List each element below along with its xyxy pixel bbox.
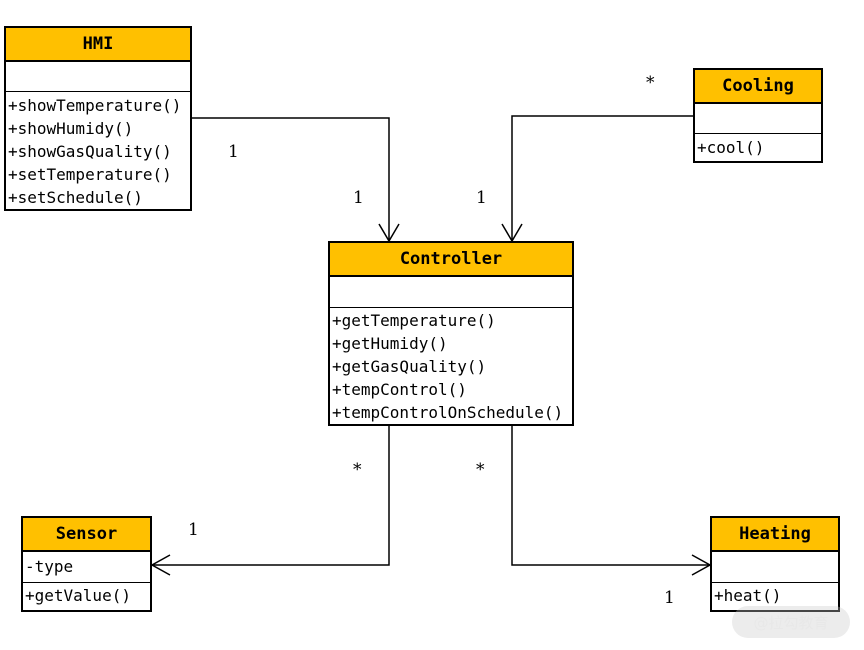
mult-controller-end-cooling: 1	[476, 188, 487, 208]
operation: +heat()	[714, 586, 782, 605]
operation: +getHumidy()	[332, 334, 448, 353]
assoc-controller-heating	[511, 426, 710, 566]
operations-compartment: +cool()	[695, 134, 821, 159]
arrowhead-controller-sensor	[150, 554, 171, 576]
assoc-hmi-controller	[192, 117, 390, 241]
class-hmi: HMI +showTemperature() +showHumidy() +sh…	[4, 26, 192, 211]
class-name: Sensor	[23, 518, 150, 552]
mult-cooling-end: *	[646, 73, 655, 93]
mult-hmi-end: 1	[228, 142, 239, 162]
operation: +getGasQuality()	[332, 357, 487, 376]
class-name: Heating	[712, 518, 838, 552]
class-name: HMI	[6, 28, 190, 62]
mult-sensor-end: 1	[188, 520, 199, 540]
operation: +setTemperature()	[8, 165, 172, 184]
attributes-compartment	[330, 277, 572, 308]
mult-controller-end-hmi: 1	[353, 188, 364, 208]
operation: +tempControl()	[332, 380, 467, 399]
operation: +getValue()	[25, 586, 131, 605]
mult-controller-end-heating: *	[476, 460, 485, 480]
class-cooling: Cooling +cool()	[693, 68, 823, 163]
class-name: Controller	[330, 243, 572, 277]
mult-heating-end: 1	[664, 588, 675, 608]
operation: +setSchedule()	[8, 188, 143, 207]
operations-compartment: +heat()	[712, 583, 838, 607]
attributes-compartment	[695, 104, 821, 134]
attributes-compartment	[712, 552, 838, 583]
attribute: -type	[25, 557, 74, 576]
class-heating: Heating +heat()	[710, 516, 840, 612]
operation: +cool()	[697, 138, 765, 157]
class-name: Cooling	[695, 70, 821, 104]
operations-compartment: +getValue()	[23, 583, 150, 607]
operation: +getTemperature()	[332, 311, 496, 330]
mult-controller-end-sensor: *	[353, 460, 362, 480]
class-controller: Controller +getTemperature() +getHumidy(…	[328, 241, 574, 426]
operation: +showHumidy()	[8, 119, 134, 138]
watermark: @拉勾教育	[732, 606, 850, 638]
operations-compartment: +showTemperature() +showHumidy() +showGa…	[6, 92, 190, 209]
attributes-compartment: -type	[23, 552, 150, 583]
operations-compartment: +getTemperature() +getHumidy() +getGasQu…	[330, 308, 572, 424]
assoc-controller-sensor	[152, 426, 390, 566]
operation: +showTemperature()	[8, 96, 182, 115]
operation: +showGasQuality()	[8, 142, 172, 161]
operation: +tempControlOnSchedule()	[332, 403, 564, 422]
assoc-cooling-controller	[511, 115, 693, 241]
class-sensor: Sensor -type +getValue()	[21, 516, 152, 612]
attributes-compartment	[6, 62, 190, 92]
